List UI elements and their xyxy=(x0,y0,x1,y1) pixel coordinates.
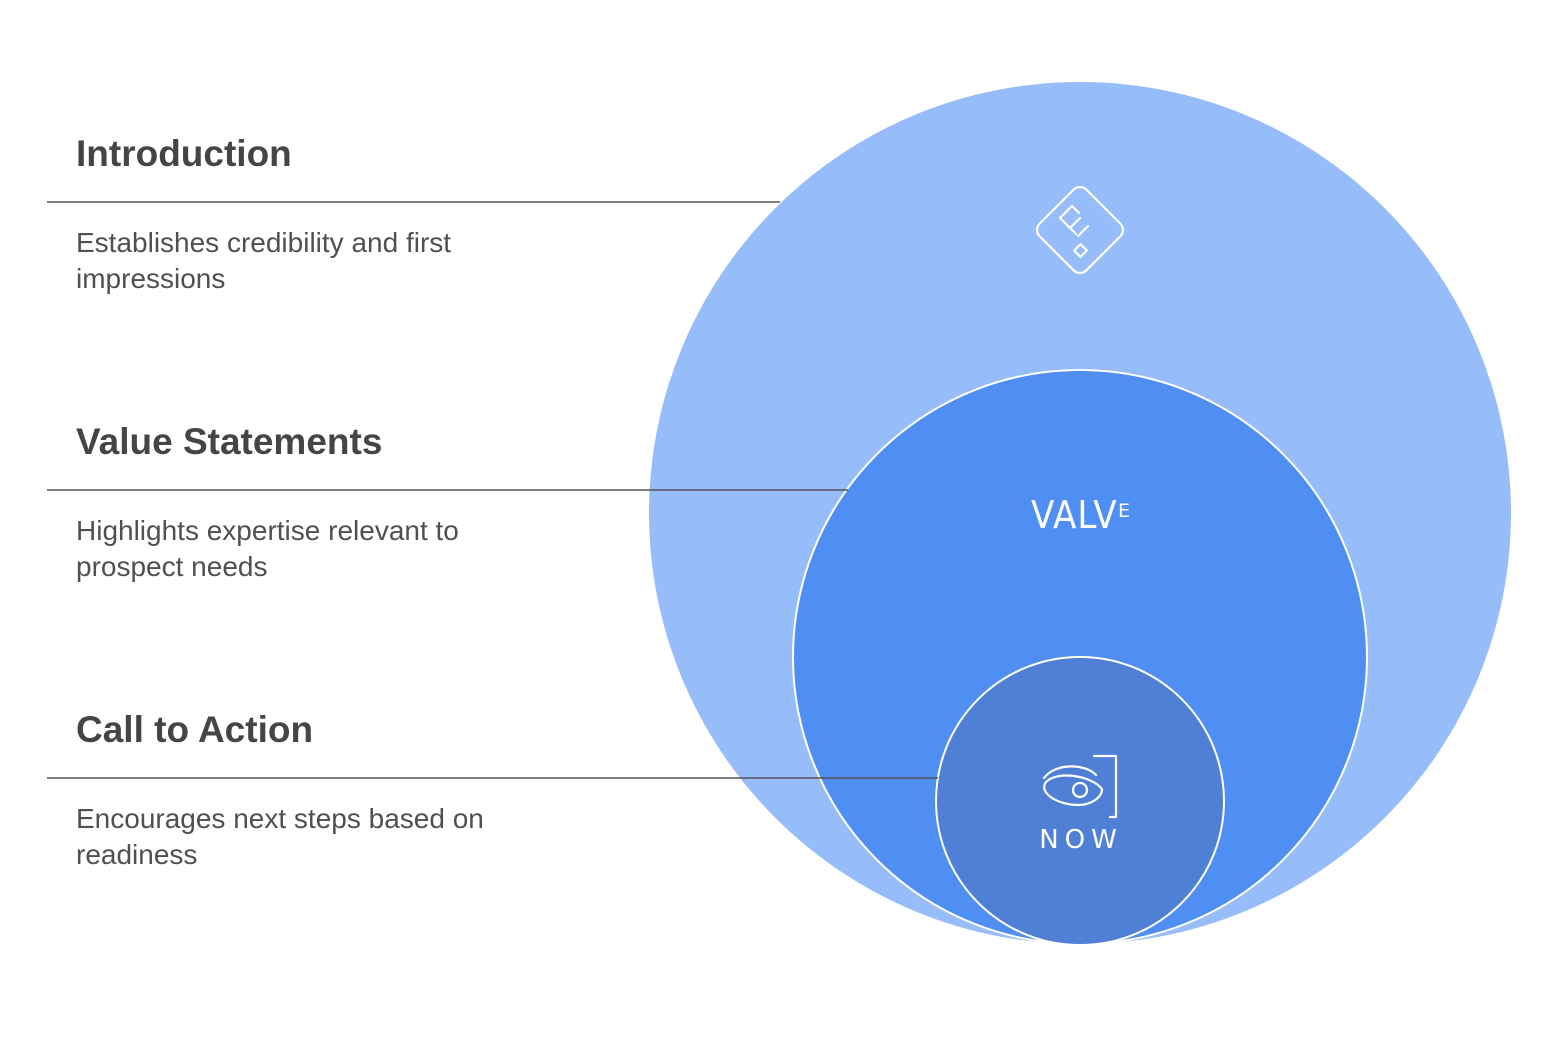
value-statements-title: Value Statements xyxy=(76,421,383,462)
now-logo-text: NOW xyxy=(1039,825,1123,855)
document-icon xyxy=(1035,185,1125,275)
call-to-action-title: Call to Action xyxy=(76,709,314,750)
valve-logo-superscript: E xyxy=(1118,500,1130,522)
call-to-action-description: Encourages next steps based on readiness xyxy=(76,803,484,870)
introduction-description: Establishes credibility and first impres… xyxy=(76,227,452,294)
valve-logo-text: VALV xyxy=(1031,493,1118,537)
now-logo-icon xyxy=(1042,754,1118,819)
value-statements-description: Highlights expertise relevant to prospec… xyxy=(76,515,459,582)
call-to-action-circle xyxy=(935,656,1225,946)
introduction-title: Introduction xyxy=(76,133,292,174)
